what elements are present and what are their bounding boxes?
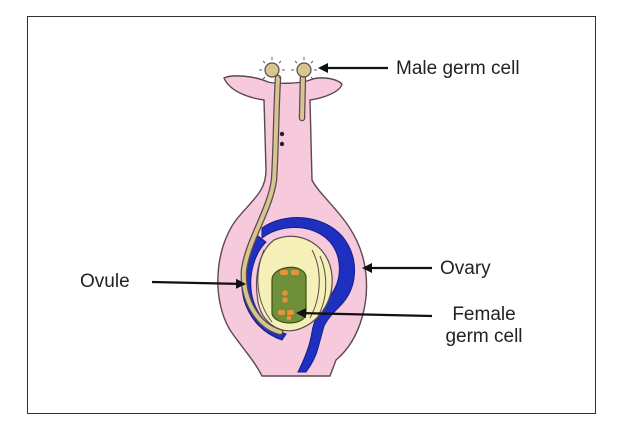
male-nucleus-1	[279, 131, 285, 137]
polar-nucleus-1	[282, 290, 288, 296]
label-female-germ-cell: Female germ cell	[434, 304, 534, 348]
ovary-wall	[261, 217, 355, 373]
integument-line-3	[317, 255, 327, 317]
pollen-grain-right	[291, 57, 317, 80]
integument-line-2	[309, 249, 320, 319]
arrow-female-germ-cell	[296, 308, 433, 319]
polar-nucleus-2	[282, 297, 288, 303]
label-female-germ-cell-line2: germ cell	[445, 326, 523, 347]
pollen-grain-left	[259, 57, 285, 80]
antipodal-nucleus-2	[291, 270, 299, 275]
egg-nucleus	[286, 315, 292, 321]
synergid-nucleus-1	[278, 310, 285, 315]
label-male-germ-cell: Male germ cell	[396, 58, 520, 79]
male-nucleus-2	[279, 141, 285, 147]
synergid-nucleus-2	[287, 310, 294, 315]
label-ovule: Ovule	[80, 271, 130, 292]
pollen-tube-short-fill	[300, 72, 305, 120]
label-ovary: Ovary	[440, 258, 491, 279]
integument-line-1	[257, 249, 273, 323]
pollen-tube-long-fill	[241, 76, 282, 334]
arrow-ovule	[151, 278, 246, 289]
label-female-germ-cell-line1: Female	[452, 304, 516, 325]
antipodal-nucleus-1	[280, 270, 288, 275]
